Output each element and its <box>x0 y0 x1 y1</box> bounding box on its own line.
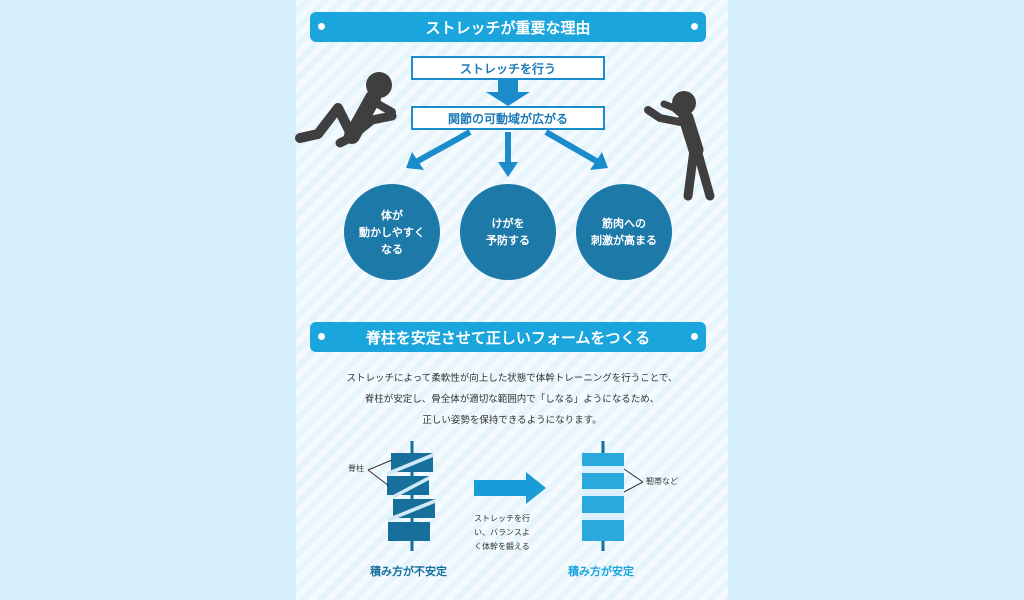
benefit-line: 予防する <box>486 234 530 247</box>
banner-dot-icon <box>691 23 698 30</box>
section2-title: 脊柱を安定させて正しいフォームをつくる <box>365 328 651 347</box>
flow-down-arrow <box>486 80 530 106</box>
banner-dot-icon <box>318 333 325 340</box>
caption-stable: 積み方が安定 <box>568 565 634 578</box>
branch-arrows <box>406 129 608 177</box>
banner-dot-icon <box>318 23 325 30</box>
description-line: 脊柱が安定し、骨全体が適切な範囲内で「しなる」ようになるため、 <box>364 394 660 405</box>
banner-dot-icon <box>691 333 698 340</box>
arrow-caption-line: い、バランスよ <box>474 528 530 537</box>
benefit-line: 刺激が高まる <box>591 234 657 247</box>
benefit-line: なる <box>381 242 403 256</box>
flow-step-stretch: ストレッチを行う <box>411 56 605 80</box>
benefit-circle-mobility: 体が 動かしやすく なる <box>344 184 440 280</box>
transition-arrow <box>474 472 546 504</box>
section1-title-banner: ストレッチが重要な理由 <box>310 12 706 42</box>
benefit-circle-injury: けがを 予防する <box>460 184 556 280</box>
unstable-spine-diagram <box>367 441 435 551</box>
caption-unstable: 積み方が不安定 <box>370 565 447 578</box>
description-line: 正しい姿勢を保持できるようになります。 <box>422 415 602 426</box>
ligament-label: 靭帯など <box>646 477 678 486</box>
flow-step-joint-range: 関節の可動域が広がる <box>411 106 605 130</box>
stable-spine-diagram <box>582 441 644 551</box>
standing-person-icon <box>644 91 715 201</box>
benefit-line: けがを <box>491 217 525 230</box>
sitting-person-icon <box>295 72 397 148</box>
section2-title-banner: 脊柱を安定させて正しいフォームをつくる <box>310 322 706 352</box>
arrow-caption-line: く体幹を鍛える <box>474 542 530 551</box>
spine-label: 脊柱 <box>348 464 364 473</box>
arrow-caption: ストレッチを行 い、バランスよ く体幹を鍛える <box>474 512 554 554</box>
benefit-line: 筋肉への <box>602 217 646 230</box>
benefit-line: 体が <box>381 208 403 222</box>
section1-title: ストレッチが重要な理由 <box>425 18 591 37</box>
description-line: ストレッチによって柔軟性が向上した状態で体幹トレーニングを行うことで、 <box>346 373 678 384</box>
section2-description: ストレッチによって柔軟性が向上した状態で体幹トレーニングを行うことで、 脊柱が安… <box>310 368 714 431</box>
arrow-caption-line: ストレッチを行 <box>474 514 530 523</box>
benefit-line: 動かしやすく <box>359 225 425 239</box>
benefit-circle-muscle: 筋肉への 刺激が高まる <box>576 184 672 280</box>
